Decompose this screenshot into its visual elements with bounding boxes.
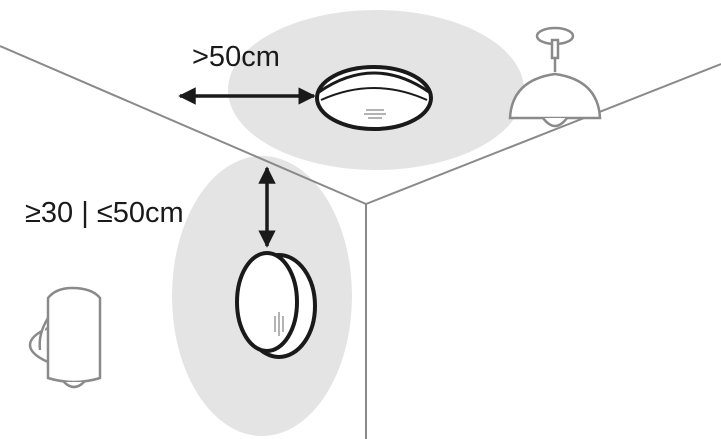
left-ceiling-edge	[0, 45, 367, 205]
right-ceiling-edge	[365, 63, 721, 205]
ceiling-distance-label: >50cm	[192, 41, 280, 73]
ceiling-lamp-icon	[508, 26, 602, 128]
wall-smoke-detector-icon	[235, 251, 317, 359]
wall-lamp-icon	[28, 286, 102, 389]
ceiling-smoke-detector-icon	[315, 65, 433, 131]
wall-distance-label: ≥30 | ≤50cm	[25, 197, 184, 229]
room-edges	[0, 45, 721, 439]
